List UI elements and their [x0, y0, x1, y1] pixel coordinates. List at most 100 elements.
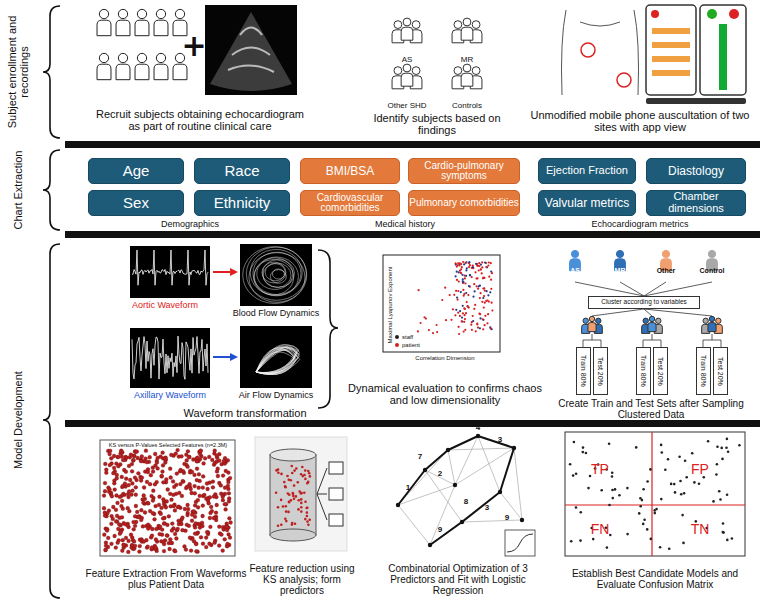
label-holder: Feature Extraction From Waveforms plus P… — [79, 565, 254, 593]
scatter-point — [179, 468, 183, 472]
scatter-point — [127, 483, 131, 487]
scatter-point — [467, 305, 469, 307]
data-point — [280, 499, 283, 502]
scatter-point — [225, 525, 229, 529]
scatter-point — [484, 324, 486, 326]
scatter-point — [712, 500, 715, 503]
scatter-point — [477, 265, 479, 267]
scatter-point — [200, 521, 204, 525]
scatter-point — [166, 523, 170, 527]
scatter-point — [626, 487, 629, 490]
scatter-point — [214, 511, 218, 515]
data-point — [297, 481, 300, 484]
scatter-point — [123, 522, 127, 526]
scatter-point — [117, 464, 121, 468]
scatter-point — [173, 532, 177, 536]
scatter-point — [457, 299, 459, 301]
scatter-point — [639, 505, 642, 508]
data-point — [287, 511, 290, 514]
data-point — [309, 475, 312, 478]
scatter-point — [103, 511, 107, 515]
scatter-point — [126, 550, 130, 554]
scatter-point — [481, 266, 483, 268]
scatter-point — [463, 263, 465, 265]
scatter-point — [197, 472, 201, 476]
scatter-point — [223, 502, 227, 506]
scatter-point — [134, 504, 138, 508]
auscultation-site — [617, 73, 631, 87]
scatter-point — [466, 301, 468, 303]
legend-row: staff — [395, 333, 413, 341]
scatter-point — [608, 504, 611, 507]
box-text: BMI/BSA — [326, 165, 375, 178]
scatter-point — [220, 533, 224, 537]
scatter-point — [143, 511, 147, 515]
scatter-point — [482, 277, 484, 279]
scatter-point — [222, 459, 226, 463]
scatter-point — [138, 544, 142, 548]
scatter-point — [465, 261, 467, 263]
label-holder: 1 — [403, 483, 413, 493]
scatter-point — [659, 546, 662, 549]
label-holder: Chart Extraction — [10, 140, 26, 240]
confusion-frame — [565, 432, 745, 556]
label-holder: Feature reduction using KS analysis; for… — [242, 565, 362, 593]
data-point — [300, 510, 303, 513]
label-text: Chart Extraction — [12, 151, 24, 230]
scatter-point — [124, 455, 128, 459]
data-point — [308, 518, 311, 521]
app-button — [707, 9, 717, 19]
scatter-point — [482, 328, 484, 330]
scatter-point — [217, 459, 221, 463]
scatter-point — [585, 452, 588, 455]
scatter-point — [146, 523, 150, 527]
scatter-point — [569, 463, 572, 466]
scatter-point — [175, 472, 179, 476]
data-point — [300, 506, 303, 509]
label-text: 1 — [406, 484, 410, 493]
scatter-point — [151, 470, 155, 474]
scatter-point — [114, 520, 118, 524]
scatter-point — [195, 478, 199, 482]
scatter-point — [187, 455, 191, 459]
scatter-point — [221, 495, 225, 499]
scatter-point — [469, 274, 471, 276]
person-icon — [154, 64, 168, 80]
scatter-point — [137, 515, 141, 519]
scatter-point — [114, 546, 118, 550]
label-text: 2 — [438, 470, 442, 479]
scatter-point — [131, 482, 135, 486]
scatter-point — [146, 501, 150, 505]
variable-box: Pulmonary comorbidities — [408, 190, 520, 216]
scatter-point — [158, 525, 162, 529]
network-edge — [425, 470, 462, 522]
scatter-point — [131, 489, 135, 493]
scatter-point — [582, 451, 585, 454]
data-point — [293, 498, 296, 501]
person-icon — [454, 21, 462, 29]
section-brace — [43, 244, 60, 598]
box-text: Cardio-pulmonary symptoms — [409, 161, 519, 182]
scatter-point — [670, 483, 673, 486]
scatter-point — [170, 541, 174, 545]
person-icon — [412, 21, 420, 29]
scatter-point — [455, 290, 457, 292]
scatter-point — [139, 518, 143, 522]
scatter-point — [461, 274, 463, 276]
scatter-point — [487, 313, 489, 315]
label-text: TP — [591, 462, 609, 477]
label-text: Feature reduction using KS analysis; for… — [242, 563, 362, 596]
data-point — [283, 481, 286, 484]
label-holder: 3 — [495, 435, 505, 445]
network-vertex — [453, 483, 457, 487]
scatter-point — [575, 473, 578, 476]
scatter-point — [471, 321, 473, 323]
data-point — [306, 511, 309, 514]
scatter-point — [154, 527, 158, 531]
scatter-point — [180, 522, 184, 526]
scatter-point — [600, 489, 603, 492]
scatter-point — [205, 482, 209, 486]
connector-line — [583, 334, 601, 347]
scatter-point — [229, 521, 233, 525]
person-icon — [173, 20, 187, 36]
